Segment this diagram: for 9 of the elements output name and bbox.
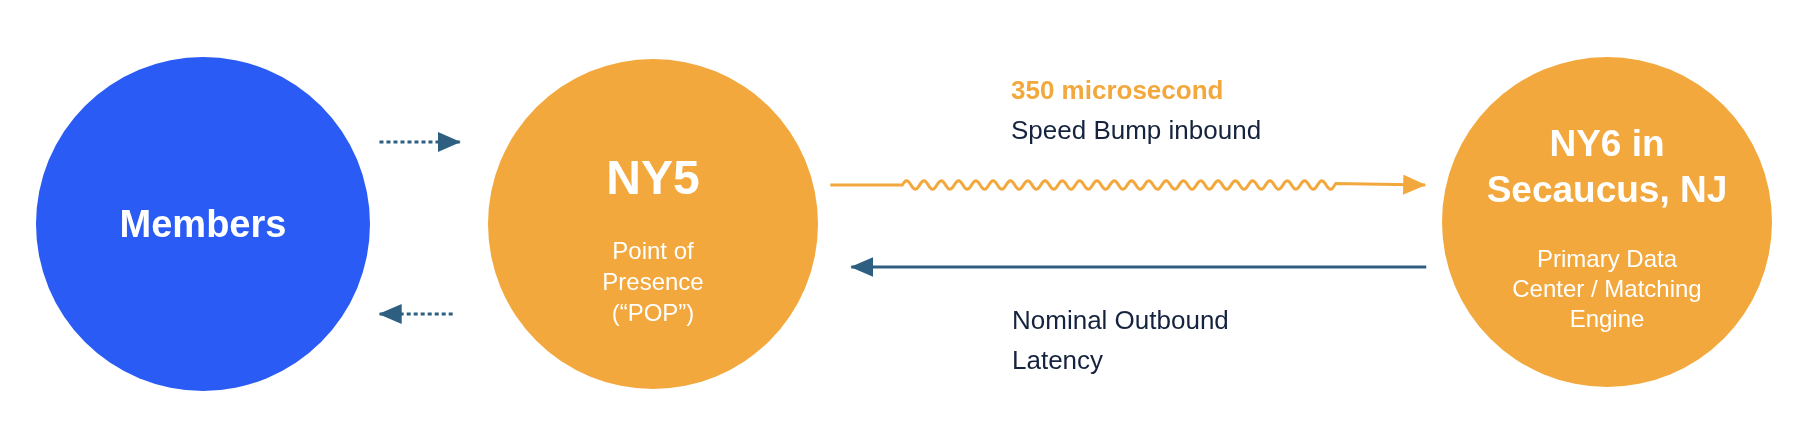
node-title: NY6 in Secaucus, NJ (1485, 122, 1729, 212)
node-title: Members (118, 202, 288, 247)
node-subtitle: Primary Data Center / Matching Engine (1511, 244, 1703, 334)
dotted-arrow (378, 304, 453, 324)
node-title: NY5 (605, 150, 701, 206)
wavy-arrow (830, 174, 1427, 195)
arrow (850, 257, 1427, 277)
node-subtitle: Point of Presence (“POP”) (601, 236, 705, 328)
dotted-arrow (379, 132, 461, 152)
